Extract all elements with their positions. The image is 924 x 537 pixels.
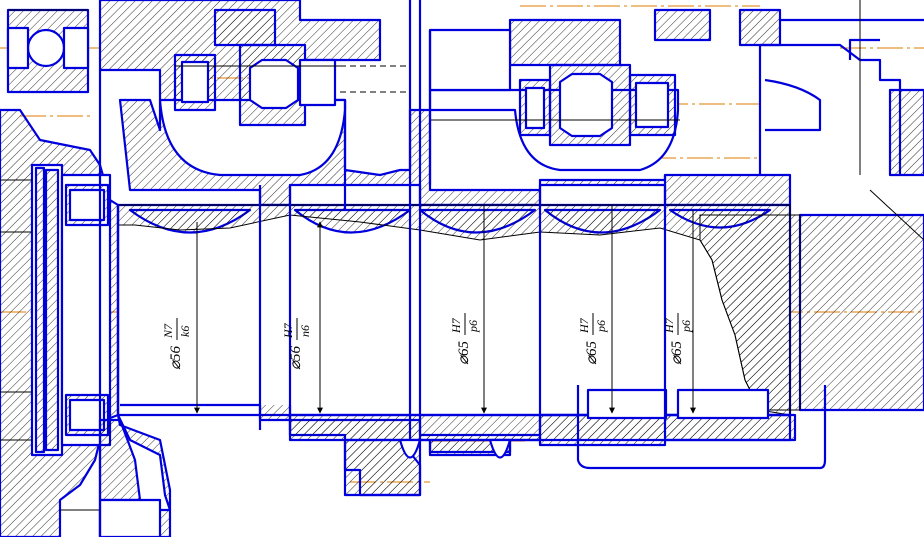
fit-hole: H7 bbox=[281, 322, 295, 339]
fit-shaft: p6 bbox=[679, 320, 693, 333]
upper-left-bearing bbox=[6, 8, 90, 94]
fit-shaft: p6 bbox=[594, 320, 608, 333]
fit-shaft: k6 bbox=[178, 326, 192, 337]
fit-annotation-3: ⌀65 H7 p6 bbox=[449, 313, 480, 365]
fit-hole: H7 bbox=[577, 317, 591, 334]
fit-diameter: ⌀56 bbox=[168, 345, 184, 370]
fit-shaft: n6 bbox=[298, 325, 312, 337]
fit-annotation-2: ⌀56 H7 n6 bbox=[281, 318, 312, 370]
fit-hole: H7 bbox=[662, 317, 676, 334]
section-lines bbox=[98, 0, 762, 537]
fit-hole: H7 bbox=[449, 317, 463, 334]
fit-diameter: ⌀56 bbox=[288, 345, 304, 370]
fit-annotation-4: ⌀65 H7 p6 bbox=[577, 313, 608, 365]
gear-upper-middle bbox=[428, 8, 782, 147]
fit-annotation-5: ⌀65 H7 p6 bbox=[662, 313, 693, 365]
right-housing bbox=[760, 0, 924, 177]
left-cover bbox=[0, 108, 120, 537]
shaft bbox=[116, 189, 924, 417]
fit-diameter: ⌀65 bbox=[456, 340, 472, 365]
gear-upper-left bbox=[173, 8, 410, 127]
fit-shaft: p6 bbox=[466, 320, 480, 333]
fit-diameter: ⌀65 bbox=[669, 340, 685, 365]
fit-diameter: ⌀65 bbox=[584, 340, 600, 365]
fit-annotation-1: ⌀56 N7 k6 bbox=[161, 318, 192, 370]
dimension-lines bbox=[194, 205, 696, 414]
fit-hole: N7 bbox=[161, 323, 175, 339]
